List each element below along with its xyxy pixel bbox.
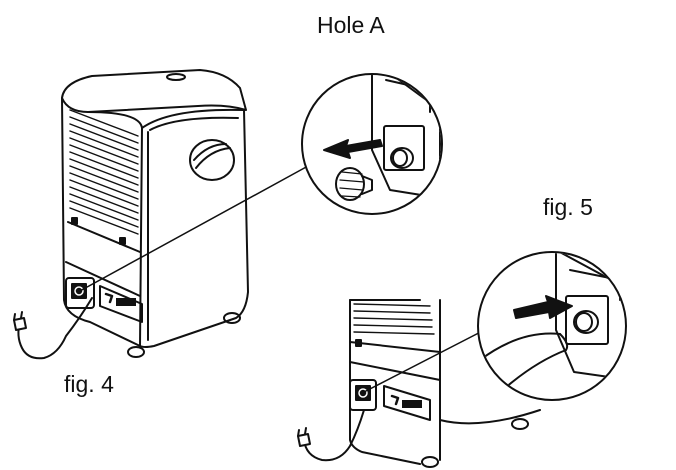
fig4-dehumidifier <box>13 69 249 360</box>
fig5-label: fig. 5 <box>543 194 593 220</box>
fig4-leader-line <box>77 165 309 293</box>
fig4-label: fig. 4 <box>64 371 114 397</box>
fig5-leader-line <box>363 321 501 393</box>
fig5-dehumidifier <box>297 299 541 468</box>
fig5-zoom-circle <box>477 251 627 401</box>
hole-a-label: Hole A <box>317 12 385 38</box>
fig4-zoom-circle <box>301 73 443 215</box>
